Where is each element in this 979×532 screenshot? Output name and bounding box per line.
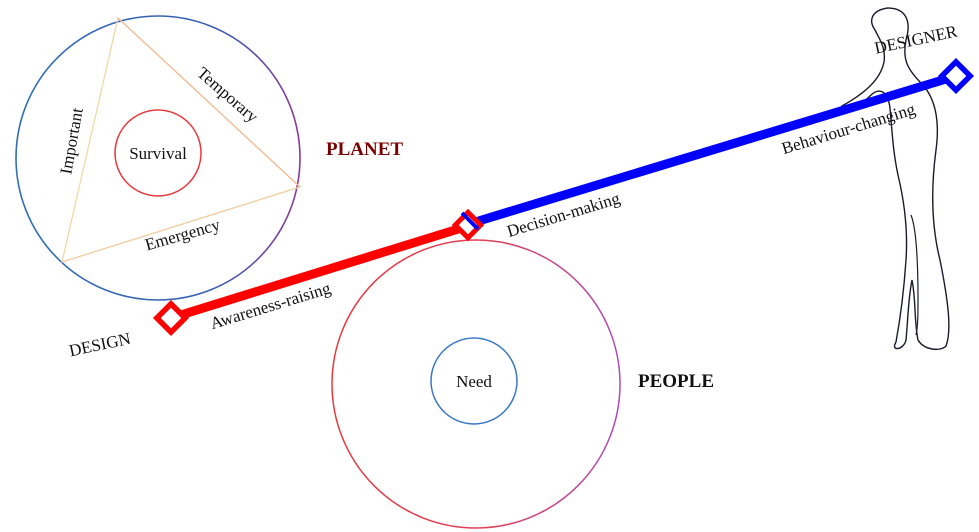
- need-label: Need: [456, 372, 492, 391]
- designer-node: [937, 57, 975, 95]
- designer-figure: [840, 7, 950, 351]
- awareness-raising-bar: [169, 221, 470, 323]
- people-circle-group: Need: [331, 239, 621, 529]
- decision-node-blue-edge: [460, 211, 480, 231]
- survival-circle: [114, 109, 202, 197]
- decision-node: [451, 208, 485, 242]
- triangle-right-edge-accent: [117, 17, 301, 188]
- people-circle: [331, 239, 621, 529]
- triangle-bottom-edge-accent: [61, 186, 301, 263]
- designer-label: DESIGNER: [873, 21, 960, 57]
- emergency-label: Emergency: [143, 215, 223, 255]
- decision-behaviour-bar: [470, 71, 958, 228]
- important-label: Important: [56, 106, 86, 176]
- design-label: DESIGN: [67, 329, 132, 361]
- people-label: PEOPLE: [638, 371, 714, 392]
- need-circle: [430, 337, 518, 425]
- planet-circle-group: Survival Important Temporary Emergency: [15, 15, 302, 301]
- temporary-label: Temporary: [193, 63, 262, 126]
- planet-label: PLANET: [326, 139, 403, 160]
- design-node: [152, 299, 190, 337]
- planet-circle: [15, 15, 301, 301]
- survival-label: Survival: [129, 144, 187, 163]
- designer-leg-divider: [910, 214, 919, 336]
